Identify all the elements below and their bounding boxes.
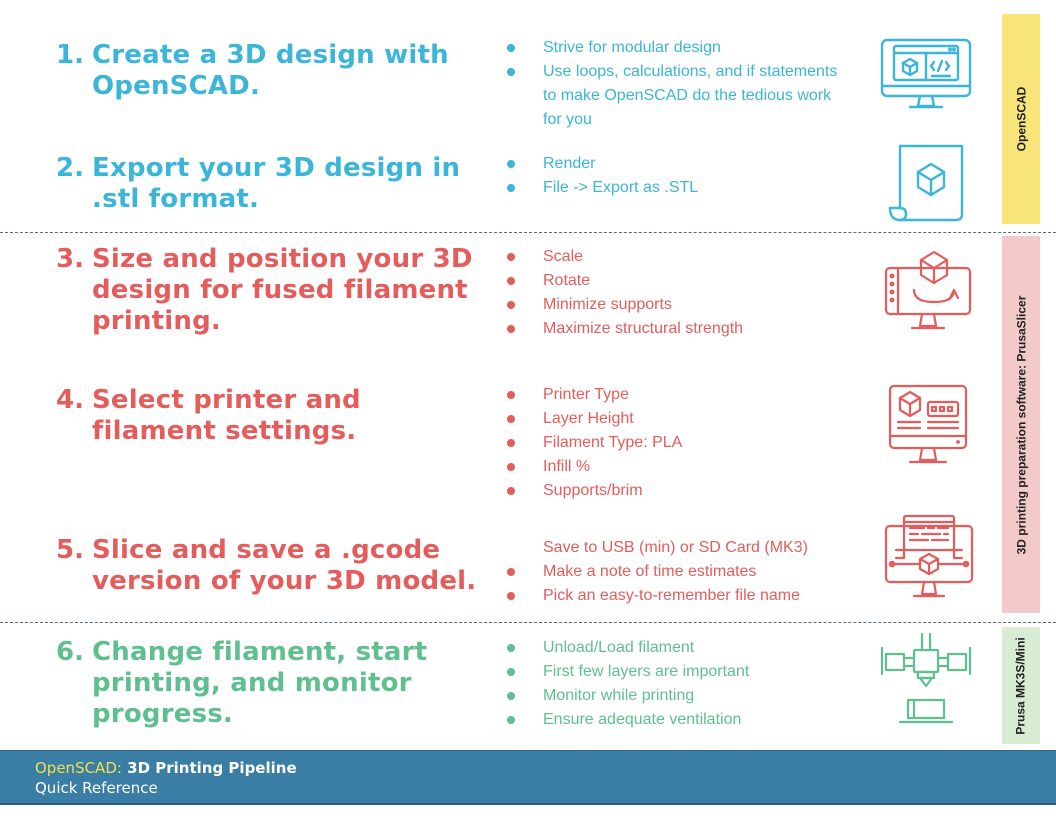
list-item: Use loops, calculations, and if statemen… <box>506 60 846 132</box>
step-1: 1. Create a 3D design with OpenSCAD. <box>0 40 480 104</box>
list-item: Render <box>506 152 846 176</box>
step-4-bullets: Printer Type Layer Height Filament Type:… <box>506 383 846 503</box>
step-2: 2. Export your 3D design in .stl format. <box>0 153 480 217</box>
section-divider <box>0 622 1056 623</box>
list-item: Layer Height <box>506 407 846 431</box>
printer-icon <box>880 632 972 724</box>
step-title: Export your 3D design in .stl format. <box>92 153 461 214</box>
sidebar-tab-prusaslicer: 3D printing preparation software: PrusaS… <box>1002 236 1040 613</box>
scroll-cube-icon <box>888 144 964 222</box>
step-number: 6. <box>56 637 84 667</box>
step-title: Size and position your 3D design for fus… <box>92 244 473 336</box>
list-item: Maximize structural strength <box>506 317 846 341</box>
list-item: Rotate <box>506 269 846 293</box>
sidebar-tab-openscad: OpenSCAD <box>1002 14 1040 224</box>
step-number: 5. <box>56 535 84 565</box>
monitor-code-icon <box>880 38 972 109</box>
footer-bar: OpenSCAD: 3D Printing Pipeline Quick Ref… <box>0 750 1056 805</box>
list-item: Save to USB (min) or SD Card (MK3) <box>543 539 808 556</box>
list-item: Monitor while printing <box>506 684 846 708</box>
step-title: Slice and save a .gcode version of your … <box>92 535 477 596</box>
list-item: Minimize supports <box>506 293 846 317</box>
monitor-slice-icon <box>884 514 974 598</box>
step-6-bullets: Unload/Load filament First few layers ar… <box>506 636 846 732</box>
step-number: 4. <box>56 385 84 415</box>
sidebar-label: 3D printing preparation software: PrusaS… <box>1014 295 1029 554</box>
list-item: Supports/brim <box>506 479 846 503</box>
list-item: Strive for modular design <box>506 36 846 60</box>
list-item: File -> Export as .STL <box>506 176 846 200</box>
sidebar-label: OpenSCAD <box>1014 86 1029 152</box>
footer-subtitle: Quick Reference <box>35 779 158 797</box>
footer-title-text: 3D Printing Pipeline <box>121 759 297 777</box>
step-5-bullets: Save to USB (min) or SD Card (MK3) Make … <box>506 536 846 608</box>
sidebar-label: Prusa MK3S/Mini <box>1014 636 1029 735</box>
list-item: First few layers are important <box>506 660 846 684</box>
step-number: 3. <box>56 244 84 274</box>
step-title: Select printer and filament settings. <box>92 385 361 446</box>
footer-title: OpenSCAD: 3D Printing Pipeline <box>35 759 297 777</box>
step-title: Change filament, start printing, and mon… <box>92 637 428 729</box>
step-3: 3. Size and position your 3D design for … <box>0 244 480 340</box>
list-item: Scale <box>506 245 846 269</box>
monitor-rotate-cube-icon <box>884 250 972 330</box>
monitor-settings-icon <box>888 384 968 464</box>
list-item: Unload/Load filament <box>506 636 846 660</box>
step-6: 6. Change filament, start printing, and … <box>0 637 480 733</box>
list-item: Printer Type <box>506 383 846 407</box>
list-item: Ensure adequate ventilation <box>506 708 846 732</box>
step-5: 5. Slice and save a .gcode version of yo… <box>0 535 480 599</box>
step-number: 1. <box>56 40 84 70</box>
list-item: Pick an easy-to-remember file name <box>506 584 846 608</box>
section-divider <box>0 232 1056 233</box>
list-item: Filament Type: PLA <box>506 431 846 455</box>
step-1-bullets: Strive for modular design Use loops, cal… <box>506 36 846 132</box>
list-item: Make a note of time estimates <box>506 560 846 584</box>
step-number: 2. <box>56 153 84 183</box>
list-item: Infill % <box>506 455 846 479</box>
step-3-bullets: Scale Rotate Minimize supports Maximize … <box>506 245 846 341</box>
step-4: 4. Select printer and filament settings. <box>0 385 480 449</box>
step-2-bullets: Render File -> Export as .STL <box>506 152 846 200</box>
sidebar-tab-printer: Prusa MK3S/Mini <box>1002 627 1040 744</box>
footer-accent: OpenSCAD: <box>35 759 122 777</box>
step-title: Create a 3D design with OpenSCAD. <box>92 40 449 101</box>
